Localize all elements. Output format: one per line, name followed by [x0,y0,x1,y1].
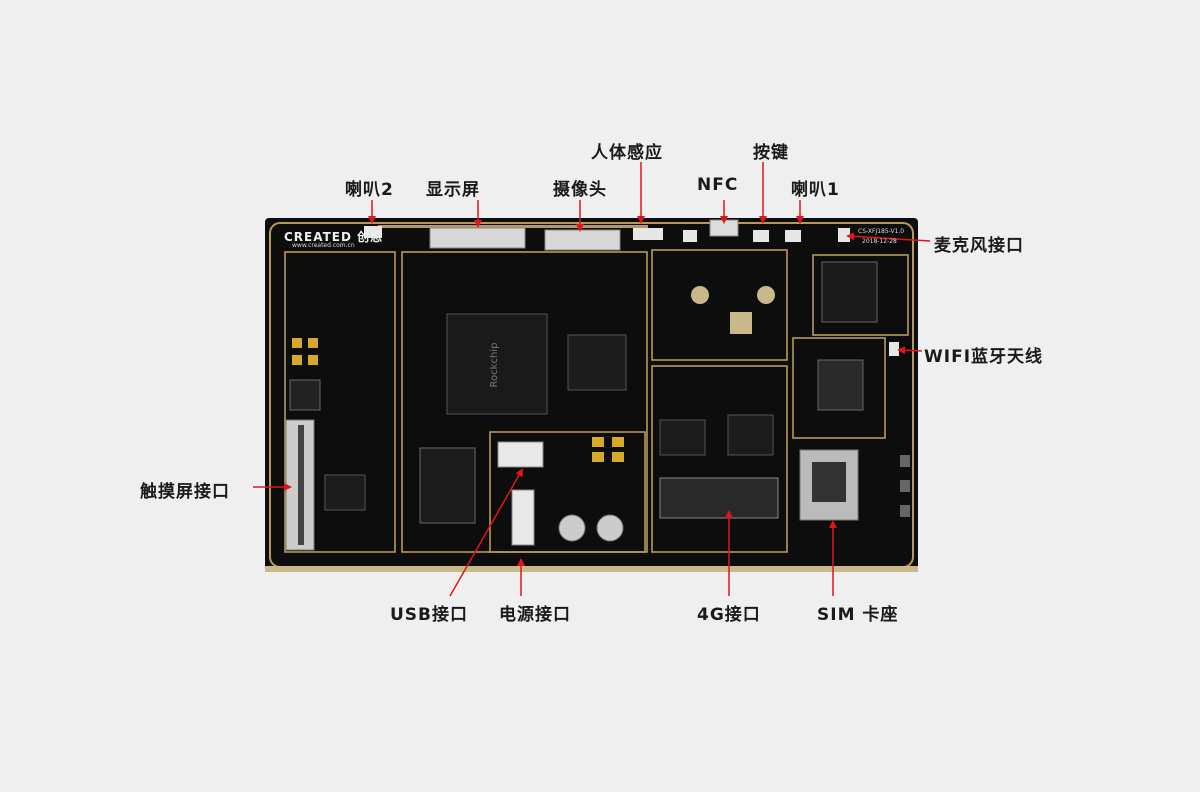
label-body-sensor: 人体感应 [591,143,663,163]
label-nfc: NFC [697,175,739,195]
label-power: 电源接口 [499,605,571,625]
board-date: 2018-12-28 [862,238,897,245]
label-wifi-bt: WIFI蓝牙天线 [924,347,1044,367]
label-mic: 麦克风接口 [934,236,1024,256]
label-speaker1: 喇叭1 [791,180,840,200]
arrow-usb [449,468,523,597]
label-button: 按键 [753,143,789,163]
board-url: www.created.com.cn [292,242,355,249]
label-4g: 4G接口 [697,605,761,625]
pcb-board: Rockchip [265,218,918,572]
arrow-mic [846,232,931,242]
label-touch: 触摸屏接口 [140,482,230,502]
label-camera: 摄像头 [553,180,607,200]
board-model: CS-XFJ185-V1.0 [858,228,905,235]
arrow-wifi [897,346,923,355]
label-usb: USB接口 [390,605,469,625]
svg-text:Rockchip: Rockchip [489,343,500,388]
label-speaker2: 喇叭2 [345,180,394,200]
label-sim: SIM 卡座 [817,605,899,625]
board-logo: CREATED 创思 [284,230,384,244]
callout-arrows [253,162,931,597]
label-display: 显示屏 [426,180,480,200]
